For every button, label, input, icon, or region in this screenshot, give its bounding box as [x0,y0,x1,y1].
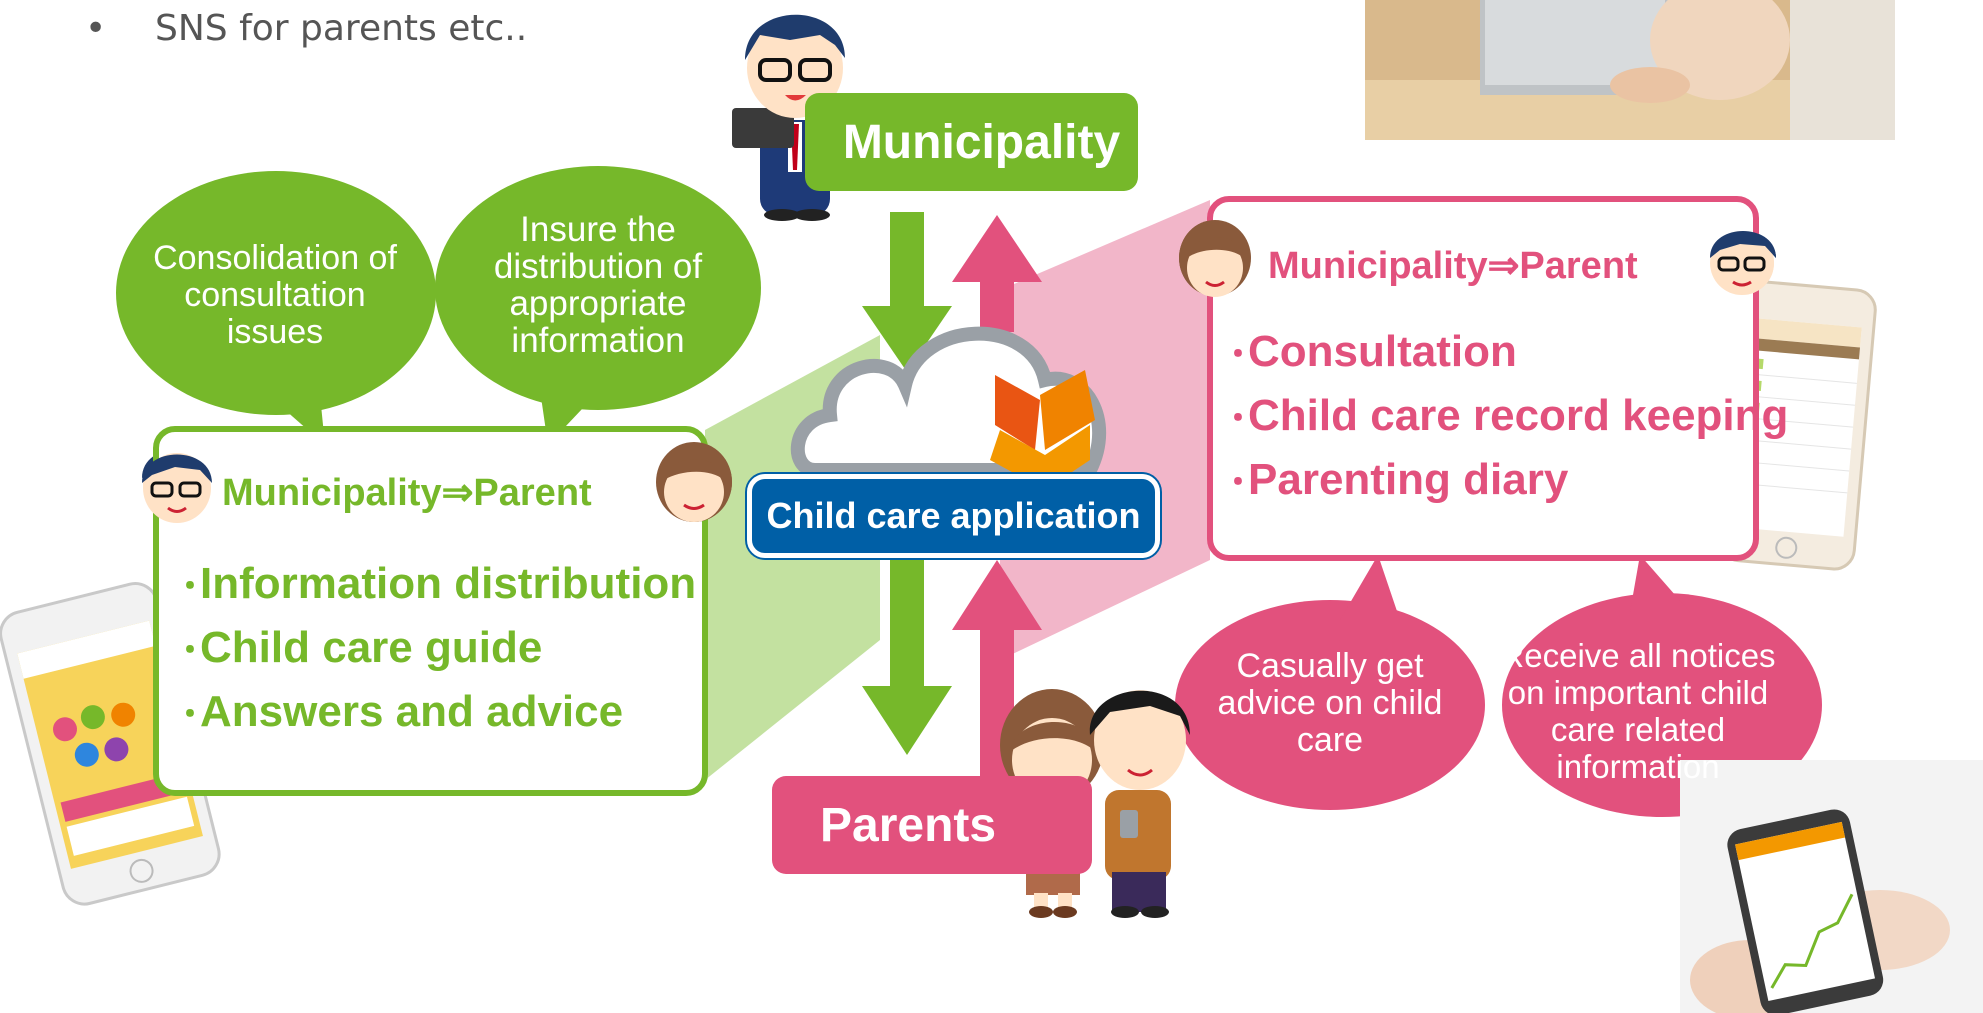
list-item: Information distribution [174,552,696,616]
laptop-photo [1365,0,1895,140]
municipality-officer-icon [732,14,845,221]
child-care-app-box: Child care application [747,474,1160,558]
bubble-text-casual-advice: Casually get advice on child care [1217,646,1443,759]
bullet-text: SNS for parents etc.. [155,8,528,49]
pink-up-arrow-top [952,215,1042,332]
list-item: Parenting diary [1222,448,1788,512]
right-panel-title: Municipality⇒Parent [1268,245,1638,287]
green-down-arrow-top [862,212,952,372]
parent-man-icon [1089,690,1190,918]
list-item: Child care guide [174,616,696,680]
pink-bubble-1 [1175,555,1485,810]
bubble-text-consolidation: Consolidation of consultation issues [153,238,397,351]
left-panel-list: Information distribution Child care guid… [174,552,696,744]
hand-phone-photo [1680,760,1983,1013]
list-item: Answers and advice [174,680,696,744]
app-logo-icon [990,370,1095,490]
municipality-label: Municipality [805,93,1138,191]
green-down-arrow-bottom [862,560,952,755]
bullet-marker: • [85,8,107,49]
list-item: Consultation [1222,320,1788,384]
top-bullet-item: • SNS for parents etc.. [85,8,527,49]
right-panel-list: Consultation Child care record keeping P… [1222,320,1788,512]
bubble-text-receive-notices: Receive all notices on important child c… [1500,637,1776,785]
list-item: Child care record keeping [1222,384,1788,448]
bubble-text-insure-distribution: Insure the distribution of appropriate i… [493,209,703,360]
left-panel-title: Municipality⇒Parent [222,472,592,514]
parents-label: Parents [772,776,1092,874]
